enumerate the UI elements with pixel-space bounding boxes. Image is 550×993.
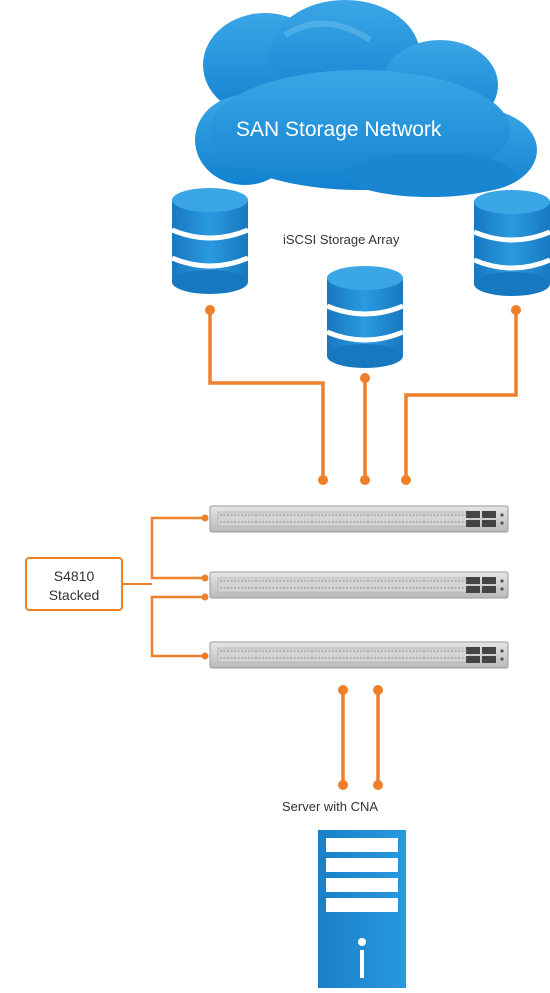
server-links	[341, 690, 380, 785]
stack-endpoints	[201, 514, 209, 660]
storage-array-label: iSCSI Storage Array	[283, 232, 400, 247]
stack-label-line1: S4810	[53, 568, 95, 584]
switch-icon	[209, 505, 509, 533]
stack-label-box: S4810 Stacked	[25, 557, 123, 611]
switch-port-pattern	[220, 514, 468, 659]
storage-db-icon	[473, 190, 550, 296]
switch-icon	[209, 571, 509, 599]
switch-icon	[209, 641, 509, 669]
storage-links	[208, 310, 518, 480]
server-link-endpoints	[338, 685, 383, 790]
storage-db-icon	[326, 266, 404, 368]
cloud-label: SAN Storage Network	[236, 118, 442, 141]
server-label: Server with CNA	[282, 799, 379, 814]
stack-label-line2: Stacked	[48, 587, 100, 603]
cloud-icon	[195, 0, 537, 197]
link-endpoints	[205, 305, 521, 485]
stack-links	[123, 516, 205, 658]
server-icon	[318, 830, 406, 990]
storage-db-icon	[171, 188, 249, 294]
